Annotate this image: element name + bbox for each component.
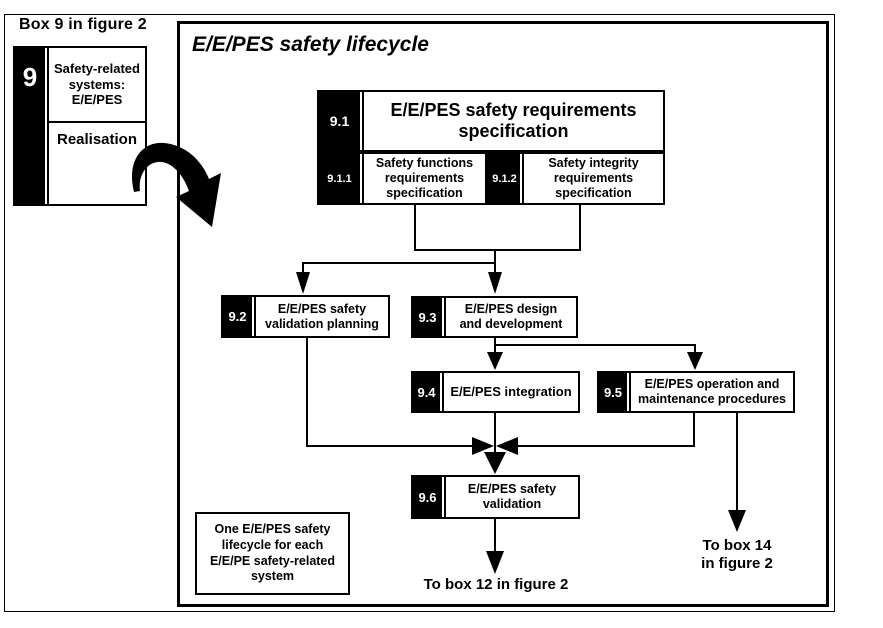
flow-box-9-5: 9.5 E/E/PES operation and maintenance pr… bbox=[597, 371, 795, 413]
box-label-9-1-1: Safety functions requirements specificat… bbox=[362, 154, 485, 203]
flow-box-9-1: 9.1 E/E/PES safety requirements specific… bbox=[317, 90, 665, 152]
arrowhead-into-9-3 bbox=[488, 272, 502, 294]
box-number-9-5: 9.5 bbox=[599, 373, 627, 411]
figure-reference-label: Box 9 in figure 2 bbox=[19, 16, 147, 33]
box-label-9-6: E/E/PES safety validation bbox=[444, 477, 578, 517]
bowtie-arrow-left bbox=[472, 437, 494, 455]
exit-to-box-14-label: To box 14 in figure 2 bbox=[701, 537, 773, 572]
box-number-9-1-1: 9.1.1 bbox=[319, 154, 360, 203]
arrowhead-into-9-5 bbox=[687, 352, 703, 370]
box-label-9-1: E/E/PES safety requirements specificatio… bbox=[362, 92, 663, 150]
exit-to-box-12-label: To box 12 in figure 2 bbox=[423, 576, 569, 593]
curved-entry-arrow-icon bbox=[131, 142, 221, 227]
box-number-9-1: 9.1 bbox=[319, 92, 360, 150]
box-label-9-5: E/E/PES operation and maintenance proced… bbox=[629, 373, 793, 411]
box-number-9-1-2: 9.1.2 bbox=[489, 154, 520, 203]
box-number-9-3: 9.3 bbox=[413, 298, 442, 336]
phase-number-bar: 9 bbox=[15, 48, 45, 204]
realisation-label: Realisation bbox=[56, 131, 138, 148]
arrowhead-to-box-12 bbox=[486, 551, 504, 574]
box-label-9-3: E/E/PES design and development bbox=[444, 298, 576, 336]
page-frame bbox=[4, 14, 835, 612]
box-number-9-4: 9.4 bbox=[413, 373, 440, 411]
flow-box-9-6: 9.6 E/E/PES safety validation bbox=[411, 475, 580, 519]
arrowhead-into-9-6 bbox=[484, 452, 506, 474]
flow-box-9-2: 9.2 E/E/PES safety validation planning bbox=[221, 295, 390, 338]
overview-box-cells: Safety-related systems: E/E/PES Realisat… bbox=[47, 48, 145, 204]
arrowhead-into-9-4 bbox=[487, 352, 503, 370]
flow-box-9-3: 9.3 E/E/PES design and development bbox=[411, 296, 578, 338]
box-label-9-1-2: Safety integrity requirements specificat… bbox=[522, 154, 663, 203]
box-number-9-6: 9.6 bbox=[413, 477, 442, 517]
arrowhead-to-box-14 bbox=[728, 510, 746, 532]
phase-number: 9 bbox=[22, 62, 38, 92]
bowtie-arrow-right bbox=[496, 437, 518, 455]
flow-box-9-1-2: 9.1.2 Safety integrity requirements spec… bbox=[487, 152, 665, 205]
connector-lines bbox=[302, 205, 738, 552]
diagram-title: E/E/PES safety lifecycle bbox=[192, 33, 429, 56]
box-label-9-4: E/E/PES integration bbox=[442, 373, 578, 411]
box-number-9-2: 9.2 bbox=[223, 297, 252, 336]
system-label: Safety-related systems: E/E/PES bbox=[49, 48, 145, 123]
flow-box-9-1-1: 9.1.1 Safety functions requirements spec… bbox=[317, 152, 487, 205]
overview-box: 9 Safety-related systems: E/E/PES Realis… bbox=[13, 46, 147, 206]
box-label-9-2: E/E/PES safety validation planning bbox=[254, 297, 388, 336]
arrowhead-into-9-2 bbox=[296, 272, 310, 294]
note-box: One E/E/PES safety lifecycle for each E/… bbox=[195, 512, 350, 595]
flow-box-9-4: 9.4 E/E/PES integration bbox=[411, 371, 580, 413]
